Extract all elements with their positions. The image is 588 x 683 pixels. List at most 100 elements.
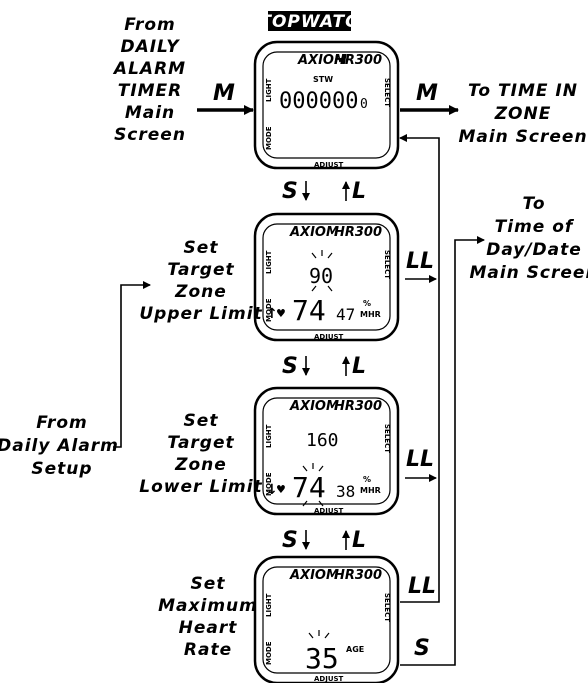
svg-text:Target: Target [167,433,234,453]
side-label-mode: MODE [265,641,273,665]
svg-text:From: From [124,15,176,35]
svg-text:Main Screen: Main Screen [469,263,588,283]
blink-marks [308,630,330,639]
button-label-ll-3: LL [408,574,436,599]
side-label-light: LIGHT [265,78,273,102]
svg-text:AXIOM: AXIOM [297,53,347,68]
screen-upper-pct-unit: % [363,299,371,308]
label-from-daily-alarm-timer: From DAILY ALARM TIMER Main Screen [112,15,186,145]
watch-max-heart-rate: AXIOM HR300 LIGHT MODE SELECT ADJUST 35 … [253,555,400,683]
button-label-l-2: L [352,354,366,379]
watch-brand: AXIOM [289,399,339,414]
arrow-down-icon: ↓ [266,482,278,498]
button-label-m-in: M [213,81,235,106]
side-label-select: SELECT [383,424,391,453]
svg-text:Setup: Setup [31,459,92,479]
side-label-light: LIGHT [265,250,273,274]
screen-lower-top: 160 [306,430,339,451]
watch-brand: AXIOM [289,225,339,240]
button-label-s-2: S [282,354,298,379]
svg-text:Screen: Screen [114,125,186,145]
watch-model: HR300 [334,53,382,68]
title-background [268,11,351,31]
svg-text:Set: Set [191,574,226,594]
svg-text:Upper Limit: Upper Limit [139,304,262,324]
side-label-select: SELECT [383,593,391,622]
label-set-lower-limit: Set Target Zone Lower Limit [139,411,262,497]
watch-stopwatch: AXIOM HR300 LIGHT MODE SELECT ADJUST STW… [253,40,400,170]
screen-upper-pct: 47 [336,305,355,324]
connector-from-alarm-setup [113,281,151,448]
svg-text:Set: Set [184,411,219,431]
side-label-select: SELECT [383,250,391,279]
button-label-s-last: S [414,636,430,661]
svg-text:Zone: Zone [174,282,227,302]
heart-icon: ♥ [276,307,286,320]
blink-marks [311,250,333,292]
svg-text:DAILY: DAILY [120,37,180,57]
button-label-ll-2: LL [406,447,434,472]
screen-upper-mhr: MHR [360,310,381,319]
screen-lower-pct: 38 [336,482,355,501]
svg-text:Time of: Time of [495,217,575,237]
svg-text:Main: Main [125,103,175,123]
screen-lower-mhr: MHR [360,486,381,495]
heart-icon: ♥ [276,483,286,496]
screen-lower-pct-unit: % [363,475,371,484]
connector-ll-return [399,134,440,603]
button-label-l-1: L [352,179,366,204]
bottom-label-adjust: ADJUST [314,333,344,341]
svg-text:Main Screen: Main Screen [458,127,587,147]
label-set-upper-limit: Set Target Zone Upper Limit [139,238,262,324]
svg-text:Target: Target [167,260,234,280]
side-label-mode: MODE [265,472,273,496]
button-label-m-out: M [416,81,438,106]
watch-upper-limit: AXIOM HR300 LIGHT MODE SELECT ADJUST 90 … [253,212,400,342]
bottom-label-adjust: ADJUST [314,161,344,169]
button-label-ll-1: LL [406,249,434,274]
bottom-label-adjust: ADJUST [314,507,344,515]
side-label-light: LIGHT [265,593,273,617]
button-label-l-3: L [352,528,366,553]
svg-text:Maximum: Maximum [158,596,258,616]
blink-marks [302,463,324,507]
arrow-up-icon: ↑ [266,306,278,322]
svg-text:TIMER: TIMER [118,81,183,101]
svg-text:To TIME IN: To TIME IN [468,81,578,101]
watch-brand: AXIOM [297,53,347,68]
button-label-s-3: S [282,528,298,553]
screen-stw-label: STW [313,75,333,84]
button-label-s-1: S [282,179,298,204]
screen-stw-value: 000000 [279,89,358,114]
svg-text:Day/Date: Day/Date [486,240,582,260]
label-from-daily-alarm-setup: From Daily Alarm Setup [0,413,119,479]
svg-text:Heart: Heart [179,618,238,638]
label-to-time-in-zone: To TIME IN ZONE Main Screen [458,81,587,147]
side-label-mode: MODE [265,126,273,150]
connector-s-time-of-day [400,236,485,666]
svg-text:Lower Limit: Lower Limit [139,477,262,497]
svg-text:To: To [522,194,545,214]
screen-stw-hundredths: 0 [360,97,368,112]
label-set-max-heart-rate: Set Maximum Heart Rate [158,574,258,660]
screen-max-value: 35 [305,642,339,675]
svg-text:ZONE: ZONE [494,104,552,124]
bottom-label-adjust: ADJUST [314,675,344,683]
screen-lower-bpm: 74 [292,471,326,504]
side-label-light: LIGHT [265,424,273,448]
watch-model: HR300 [334,568,382,583]
screen-upper-bpm: 74 [292,294,326,327]
screen-max-unit: AGE [346,645,364,654]
side-label-select: SELECT [383,78,391,107]
screen-upper-top: 90 [309,264,333,288]
svg-text:From: From [36,413,88,433]
svg-text:Daily Alarm: Daily Alarm [0,436,119,456]
svg-text:Zone: Zone [174,455,227,475]
watch-lower-limit: AXIOM HR300 LIGHT MODE SELECT ADJUST 160… [253,386,400,516]
watch-brand: AXIOM [289,568,339,583]
svg-text:Set: Set [184,238,219,258]
svg-text:Rate: Rate [184,640,232,660]
watch-model: HR300 [334,399,382,414]
svg-text:ALARM: ALARM [112,59,186,79]
